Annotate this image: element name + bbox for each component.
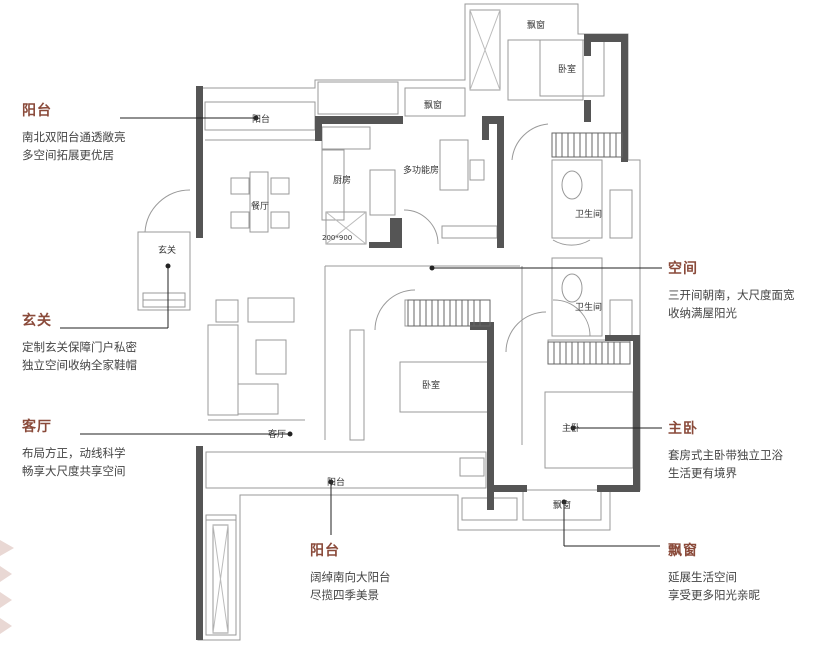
annotation-balcony-south: 阳台 阔绰南向大阳台 尽揽四季美景 <box>310 540 391 604</box>
annotation-balcony-north: 阳台 南北双阳台通透敞亮 多空间拓展更优居 <box>22 100 126 164</box>
annotation-line: 收纳满屋阳光 <box>668 306 737 320</box>
room-label-bay-top-right: 飘窗 <box>527 19 545 31</box>
decorative-stripes <box>0 540 14 634</box>
room-label-bath-2: 卫生间 <box>575 301 602 313</box>
room-label-kitchen: 厨房 <box>333 174 351 186</box>
annotation-line: 布局方正，动线科学 <box>22 446 126 460</box>
annotation-line: 定制玄关保障门户私密 <box>22 340 137 354</box>
annotation-master: 主卧 套房式主卧带独立卫浴 生活更有境界 <box>668 418 783 482</box>
room-label-living: 客厅 <box>268 428 286 440</box>
annotation-line: 南北双阳台通透敞亮 <box>22 130 126 144</box>
annotation-title: 玄关 <box>22 313 52 329</box>
annotation-title: 客厅 <box>22 419 52 435</box>
annotation-line: 生活更有境界 <box>668 466 737 480</box>
annotation-title: 空间 <box>668 261 698 277</box>
annotation-line: 享受更多阳光亲昵 <box>668 588 760 602</box>
annotation-title: 阳台 <box>310 543 340 559</box>
annotation-title: 主卧 <box>668 421 698 437</box>
kitchen-note: 200*900 <box>322 234 352 242</box>
room-label-bath-1: 卫生间 <box>575 208 602 220</box>
annotation-space: 空间 三开间朝南，大尺度面宽 收纳满屋阳光 <box>668 258 795 322</box>
annotation-line: 三开间朝南，大尺度面宽 <box>668 288 795 302</box>
room-labels: 阳台 餐厅 厨房 多功能房 飘窗 飘窗 卧室 卫生间 卫生间 玄关 卧室 主卧 … <box>158 19 602 511</box>
annotation-line: 尽揽四季美景 <box>310 588 379 602</box>
room-label-bay-bottom: 飘窗 <box>553 499 571 511</box>
room-label-multi: 多功能房 <box>403 164 439 176</box>
room-label-balcony-bottom: 阳台 <box>327 476 345 488</box>
annotation-line: 套房式主卧带独立卫浴 <box>668 448 783 462</box>
annotation-line: 畅享大尺度共享空间 <box>22 464 126 478</box>
annotation-line: 多空间拓展更优居 <box>22 148 114 162</box>
annotation-living: 客厅 布局方正，动线科学 畅享大尺度共享空间 <box>22 416 126 480</box>
annotation-title: 阳台 <box>22 103 52 119</box>
annotation-line: 独立空间收纳全家鞋帽 <box>22 358 137 372</box>
room-label-bedroom-mid: 卧室 <box>422 379 440 391</box>
annotation-title: 飘窗 <box>668 543 698 559</box>
annotation-entrance: 玄关 定制玄关保障门户私密 独立空间收纳全家鞋帽 <box>22 310 137 374</box>
annotation-bay: 飘窗 延展生活空间 享受更多阳光亲昵 <box>668 540 760 604</box>
annotation-line: 延展生活空间 <box>668 570 737 584</box>
room-label-bedroom-top: 卧室 <box>558 63 576 75</box>
room-label-balcony-top: 阳台 <box>252 113 270 125</box>
room-label-master: 主卧 <box>562 422 580 434</box>
room-label-entrance: 玄关 <box>158 244 176 256</box>
room-label-bay-top: 飘窗 <box>424 99 442 111</box>
annotation-line: 阔绰南向大阳台 <box>310 570 391 584</box>
room-label-dining: 餐厅 <box>251 200 269 212</box>
